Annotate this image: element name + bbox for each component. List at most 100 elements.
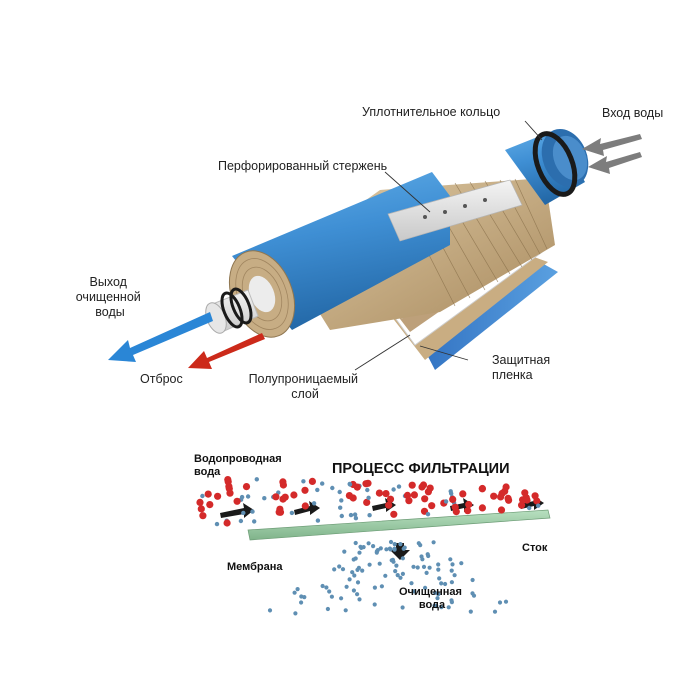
contaminant-dot [353,483,361,491]
water-molecule-dot [262,496,267,501]
membrane-label: Мембрана [227,561,283,573]
water-molecule-dot [239,494,245,500]
purified-water-dot [436,567,441,572]
contaminant-dot [301,486,309,494]
purified-water-dot [357,550,362,555]
water-molecule-dot [254,477,259,482]
water-inlet-label: Вход воды [602,106,663,120]
contaminant-dot [428,502,436,510]
contaminant-dot [301,502,309,510]
purified-water-dot [449,600,454,605]
water-molecule-dot [391,487,396,492]
contaminant-dot [290,491,298,499]
contaminant-dot [362,480,370,488]
contaminant-dot [421,495,429,503]
purified-water-dot [439,605,444,610]
purified-water-dot [392,542,397,547]
contaminant-dot [405,497,413,505]
contaminant-dot [223,519,231,527]
contaminant-dot [505,496,513,504]
purified-water-dot [394,563,399,568]
contaminant-dot [375,489,383,497]
water-molecule-dot [365,487,370,493]
purified-water-dot [367,562,372,567]
contaminant-dot [410,491,418,499]
purified-water-dot [409,581,414,586]
water-molecule-dot [449,491,454,496]
purified-water-dot [497,600,503,605]
purified-water-dot [436,592,441,597]
water-molecule-dot [330,485,335,491]
water-molecule-dot [250,509,255,514]
water-molecule-dot [536,503,541,508]
contaminant-dot [242,483,251,491]
purified-water-dot [374,549,379,554]
water-molecule-dot [301,479,306,484]
filtration-process: ПРОЦЕСС ФИЛЬТРАЦИИ Водопроводная вода Ст… [194,453,551,616]
purified-water-dot [327,589,332,594]
contaminant-dot [204,490,212,498]
purified-water-dot [468,609,473,614]
contaminant-dot [226,489,234,497]
purified-water-dot [332,567,337,572]
water-molecule-dot [338,505,343,510]
purified-water-dot [355,580,361,585]
purified-water-dot [299,600,304,605]
purified-water-dot [423,585,428,591]
purified-water-dot [372,585,377,590]
perforated-rod-label: Перфорированный стержень [218,159,387,173]
contaminant-dot [498,489,506,498]
water-molecule-dot [425,512,431,517]
purified-water-dot [372,602,377,607]
purified-water-dot [356,565,361,571]
purified-water-dot [400,605,405,610]
clean-water-outlet-label: Выход очищенной воды [76,275,145,319]
purified-water-dot [452,573,457,578]
water-molecule-dot [396,484,402,489]
contaminant-dot [408,481,416,489]
purified-water-dot [392,546,397,551]
purified-water-dot [443,581,448,587]
water-molecule-dot [200,493,205,499]
purified-water-dot [387,546,392,551]
contaminant-dot [533,497,541,505]
perforated-rod [387,179,523,242]
contaminant-dot [478,485,486,493]
water-molecule-dot [337,489,342,495]
purified-water-dot [320,583,325,589]
purified-water-dot [435,596,440,601]
water-molecule-dot [245,494,251,499]
reject-label: Отброс [140,372,183,386]
water-molecule-dot [214,521,220,527]
purified-water-dot [344,584,349,589]
membrane-sheet [247,509,551,541]
contaminant-dot [452,508,460,516]
tap-water-label: Водопроводная вода [194,453,285,478]
water-molecule-dot [347,481,352,487]
contaminant-dot [363,498,371,506]
purified-water-dot [360,568,365,573]
purified-water-dot [420,557,425,562]
purified-water-dot [352,573,357,578]
water-molecule-dot [353,516,359,521]
purified-water-dot [450,562,455,567]
purified-water-dot [355,592,360,597]
purified-water-dot [379,584,384,589]
purified-water-dot [427,565,432,570]
purified-water-dot [366,541,371,546]
purified-water-dot [433,590,438,595]
contaminant-dot [281,493,289,501]
purified-water-dot [437,576,442,581]
purified-water-dot [371,544,376,549]
contaminant-dot [279,481,287,489]
seal-ring [532,131,578,197]
purified-water-dot [295,587,300,592]
contaminant-dot [308,477,316,485]
ro-cartridge: Уплотнительное кольцо Вход воды Перфорир… [76,105,663,401]
contaminant-dot [449,495,457,503]
purified-water-dot [439,581,444,586]
purified-water-dot [347,577,352,582]
purified-water-dot [418,543,423,548]
contaminant-dot [502,483,510,491]
contaminant-dot [390,510,398,518]
